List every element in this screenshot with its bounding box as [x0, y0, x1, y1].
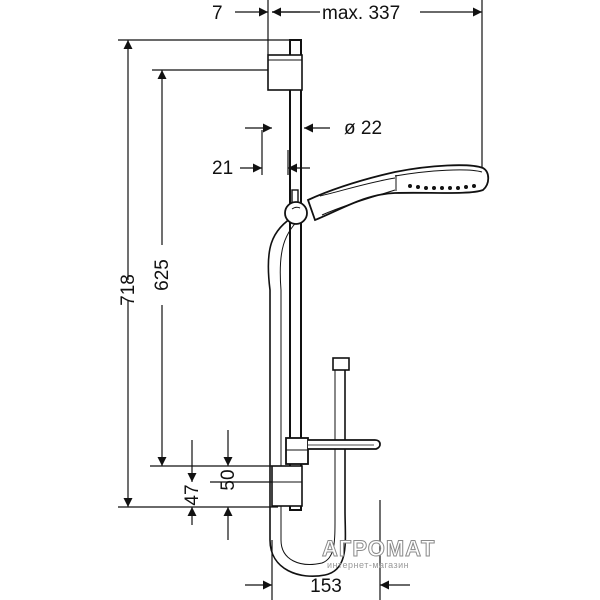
slider-holder	[284, 189, 308, 225]
extension-lines	[118, 0, 483, 600]
watermark-logo: АГРОМАТ	[322, 536, 435, 561]
spray-nozzles	[408, 184, 476, 190]
dim-label-bottom-offset: 47	[182, 484, 203, 505]
soap-dish	[285, 437, 381, 465]
dim-label-max-reach: max. 337	[322, 3, 400, 24]
top-wall-bracket	[267, 54, 303, 91]
dim-label-dish-depth: 153	[310, 576, 342, 597]
watermark-subtitle: интернет-магазин	[327, 560, 409, 570]
bottom-wall-bracket	[271, 465, 303, 507]
dim-label-diameter: ø 22	[344, 118, 382, 139]
shower-rail	[289, 39, 302, 511]
hose-connector	[332, 357, 350, 371]
shower-hose	[267, 214, 347, 577]
dim-label-bracket-offset: 7	[212, 3, 223, 24]
dim-label-rail-height: 625	[152, 259, 173, 291]
dim-label-total-height: 718	[118, 274, 139, 306]
dim-label-wall-offset: 21	[212, 158, 233, 179]
hand-shower	[306, 164, 490, 222]
dim-label-soap-dish-height: 50	[218, 469, 239, 490]
dimension-lines	[123, 7, 482, 590]
